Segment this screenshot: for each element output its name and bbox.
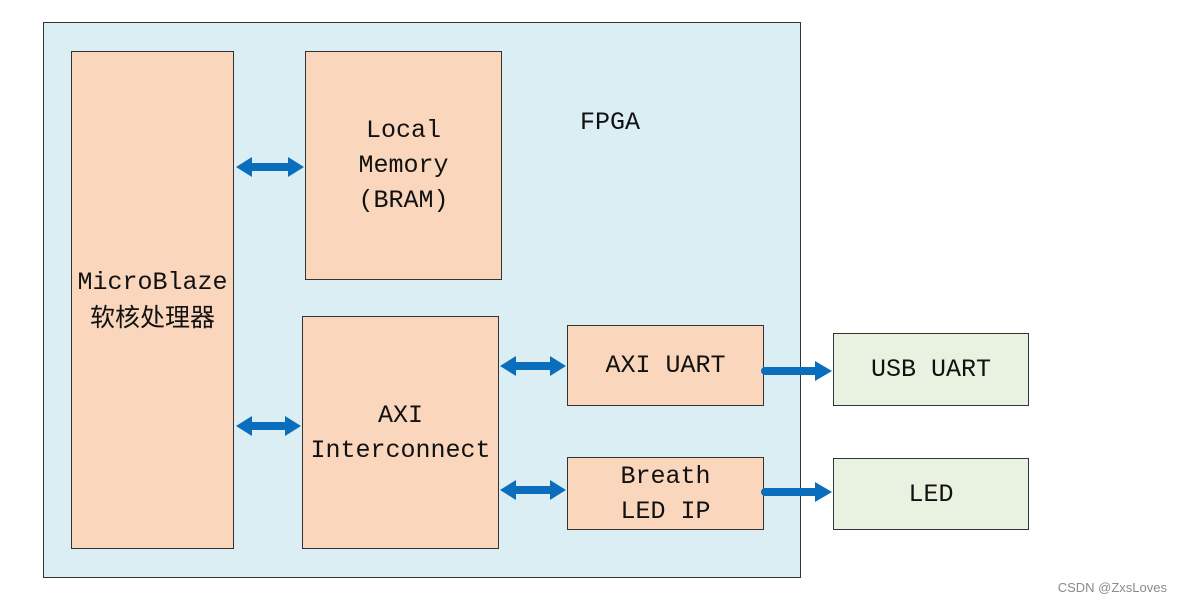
- axi-interconnect-block: AXI Interconnect: [302, 316, 499, 549]
- arrow-interconnect-axi-uart: [500, 356, 566, 376]
- microblaze-subtitle: 软核处理器: [89, 303, 215, 332]
- microblaze-block: MicroBlaze 软核处理器: [71, 51, 234, 549]
- arrow-breath-led-led: [765, 482, 832, 502]
- fpga-label: FPGA: [580, 108, 641, 137]
- usb-uart-label: USB UART: [870, 355, 992, 384]
- breath-led-line2: LED IP: [620, 496, 711, 526]
- arrow-axi-uart-usb-uart: [765, 361, 832, 381]
- local-memory-line3: (BRAM): [358, 186, 449, 215]
- arrow-microblaze-local-memory: [236, 157, 304, 177]
- breath-led-ip-block: Breath LED IP: [567, 457, 764, 530]
- usb-uart-block: USB UART: [833, 333, 1029, 406]
- axi-uart-block: AXI UART: [567, 325, 764, 406]
- axi-interconnect-line2: Interconnect: [310, 435, 491, 465]
- local-memory-block: Local Memory (BRAM): [305, 51, 502, 280]
- led-block: LED: [833, 458, 1029, 530]
- microblaze-name: MicroBlaze: [77, 268, 228, 297]
- axi-interconnect-line1: AXI: [377, 400, 423, 430]
- watermark: CSDN @ZxsLoves: [1057, 580, 1167, 595]
- led-label: LED: [908, 479, 954, 509]
- axi-uart-label: AXI UART: [605, 351, 726, 380]
- local-memory-line2: Memory: [358, 151, 449, 180]
- local-memory-line1: Local: [365, 116, 441, 145]
- breath-led-line1: Breath: [620, 461, 711, 491]
- arrow-microblaze-axi-interconnect: [236, 416, 301, 436]
- arrow-interconnect-breath-led: [500, 480, 566, 500]
